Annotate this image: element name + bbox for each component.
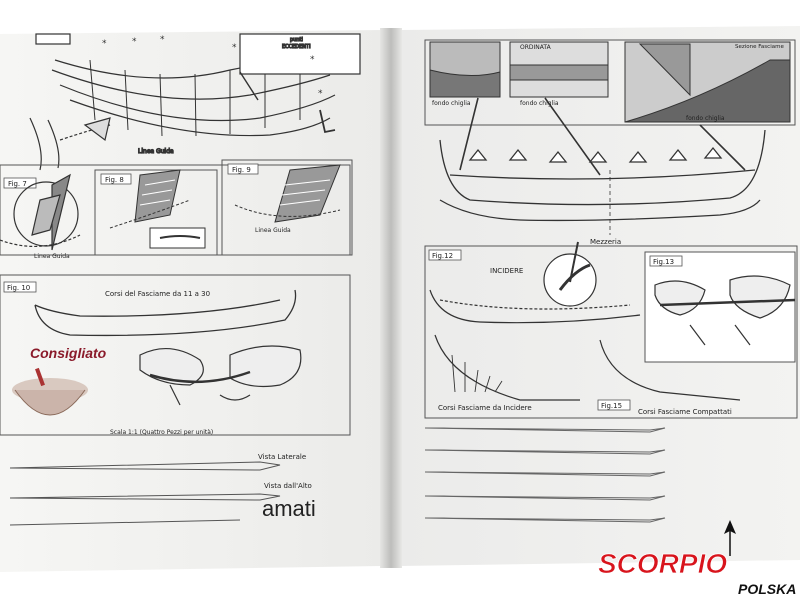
consigliato-bowl xyxy=(12,367,88,416)
consigliato-label: Consigliato xyxy=(30,345,107,361)
svg-text:punti: punti xyxy=(290,37,303,43)
left-top-hull-drawing: punti ECCEDENTI Linea Guida xyxy=(29,33,361,171)
scorpio-text: SCORPIO xyxy=(598,548,727,579)
vista-laterale-label: Vista Laterale xyxy=(258,453,306,461)
fig10-label: Fig. 10 xyxy=(7,284,30,292)
fig15-label: Fig.15 xyxy=(601,402,622,410)
svg-text:*: * xyxy=(318,89,323,99)
vista-alto-label: Vista dall'Alto xyxy=(264,482,312,490)
fig12-label: Fig.12 xyxy=(432,252,453,260)
fig10-panel xyxy=(0,274,351,436)
plank-strips-left xyxy=(9,461,281,526)
left-page xyxy=(0,30,382,572)
scala-note: Scala 1:1 (Quattro Pezzi per unità) xyxy=(110,429,213,436)
fig12-drawing xyxy=(429,241,741,401)
right-page xyxy=(400,26,800,566)
svg-text:*: * xyxy=(160,35,165,45)
scorpio-logo: SCORPIO POLSKA xyxy=(598,520,796,597)
fig7-label: Fig. 7 xyxy=(8,180,27,188)
amati-logo: amati xyxy=(262,496,316,521)
ordinata-label: ORDINATA xyxy=(520,44,552,51)
hull-side-view xyxy=(439,97,766,235)
svg-text:*: * xyxy=(132,37,137,47)
incidere-label: INCIDERE xyxy=(490,267,523,275)
svg-text:*: * xyxy=(102,39,107,49)
mezzeria-label: Mezzeria xyxy=(590,238,621,246)
fig7-drawing xyxy=(0,173,81,251)
linea-guida-fig7: Linea Guida xyxy=(34,253,70,260)
fig13-hands xyxy=(654,275,796,346)
asterisk-marks: * * * * * * xyxy=(102,35,323,99)
svg-text:ECCEDENTI: ECCEDENTI xyxy=(282,44,311,50)
svg-text:*: * xyxy=(310,55,315,65)
top-detail-panel xyxy=(424,39,796,126)
hands-drawing xyxy=(139,345,302,406)
fondo-chiglia-3: fondo chiglia xyxy=(686,115,725,122)
plank-strips-right xyxy=(424,427,666,523)
sezione-fasciame-label: Sezione Fasciame xyxy=(735,44,784,50)
book-gutter xyxy=(380,28,402,568)
fondo-chiglia-2: fondo chiglia xyxy=(520,100,559,107)
linea-guida-top-label: Linea Guida xyxy=(138,148,174,155)
polska-text: POLSKA xyxy=(738,581,796,597)
corsi-fasciame-caption: Corsi del Fasciame da 11 a 30 xyxy=(105,290,210,298)
linea-guida-fig9: Linea Guida xyxy=(255,227,291,234)
fig9-drawing xyxy=(234,164,341,223)
fig9-label: Fig. 9 xyxy=(232,166,251,174)
corsi-compattati-label: Corsi Fasciame Compattati xyxy=(638,408,732,416)
fig8-drawing xyxy=(109,169,206,249)
fig10-plank-shape xyxy=(34,289,297,337)
fig8-label: Fig. 8 xyxy=(105,176,124,184)
svg-text:*: * xyxy=(232,43,237,53)
fig12-15-panel xyxy=(424,245,798,419)
detail-insets xyxy=(429,41,791,123)
fig12-arrows xyxy=(451,354,503,393)
fondo-chiglia-1: fondo chiglia xyxy=(432,100,471,107)
corsi-incidere-label: Corsi Fasciame da Incidere xyxy=(438,404,532,412)
fig13-label: Fig.13 xyxy=(653,258,674,266)
